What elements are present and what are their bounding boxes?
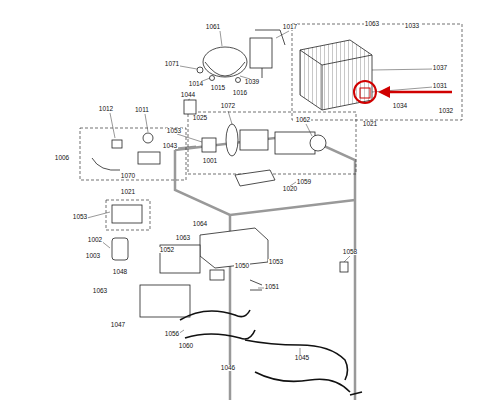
- callout-number: 1059: [296, 179, 312, 186]
- callout-number: 1014: [188, 81, 204, 88]
- wire-harness: [180, 310, 362, 395]
- group-box: [80, 24, 462, 230]
- callout-number: 1021: [362, 121, 378, 128]
- callout-number: 1012: [98, 106, 114, 113]
- callout-number: 1011: [134, 107, 150, 114]
- callout-number: 1071: [164, 61, 180, 68]
- callout-number: 1044: [180, 92, 196, 99]
- highlight: [354, 81, 452, 103]
- callout-number: 1048: [112, 269, 128, 276]
- parts: [92, 30, 372, 317]
- callout-number: 1053: [268, 259, 284, 266]
- callout-number: 1033: [404, 23, 420, 30]
- callout-number: 1064: [192, 221, 208, 228]
- callout-number: 1025: [192, 115, 208, 122]
- callout-number: 1002: [87, 237, 103, 244]
- cabinet-outline: [175, 135, 355, 400]
- callout-number: 1015: [210, 85, 226, 92]
- callout-number: 1047: [110, 322, 126, 329]
- callout-number: 1045: [294, 355, 310, 362]
- callout-number: 1032: [438, 108, 454, 115]
- callout-number: 1006: [54, 155, 70, 162]
- callout-number: 1050: [234, 263, 250, 270]
- callout-number: 1062: [295, 117, 311, 124]
- callout-number: 1063: [175, 235, 191, 242]
- callout-number: 1056: [164, 331, 180, 338]
- callout-number: 1037: [432, 65, 448, 72]
- callout-number: 1053: [72, 214, 88, 221]
- leader-line: [87, 31, 434, 356]
- callout-number: 1061: [205, 24, 221, 31]
- callout-number: 1060: [178, 343, 194, 350]
- callout-number: 1052: [159, 247, 175, 254]
- callout-number: 1021: [120, 189, 136, 196]
- callout-number: 1046: [220, 365, 236, 372]
- callout-number: 1003: [85, 253, 101, 260]
- callout-number: 1039: [244, 79, 260, 86]
- callout-number: 1070: [120, 173, 136, 180]
- callout-number: 1053: [166, 128, 182, 135]
- callout-number: 1051: [264, 284, 280, 291]
- callout-number: 1043: [162, 143, 178, 150]
- callout-number: 1020: [282, 186, 298, 193]
- callout-number: 1063: [92, 288, 108, 295]
- callout-number: 1034: [392, 103, 408, 110]
- callout-number: 1017: [282, 24, 298, 31]
- callout-number: 1072: [220, 103, 236, 110]
- callout-number: 1016: [232, 90, 248, 97]
- callout-number: 1001: [202, 158, 218, 165]
- callout-number: 1063: [364, 21, 380, 28]
- callout-number: 1031: [432, 83, 448, 90]
- callout-number: 1058: [342, 249, 358, 256]
